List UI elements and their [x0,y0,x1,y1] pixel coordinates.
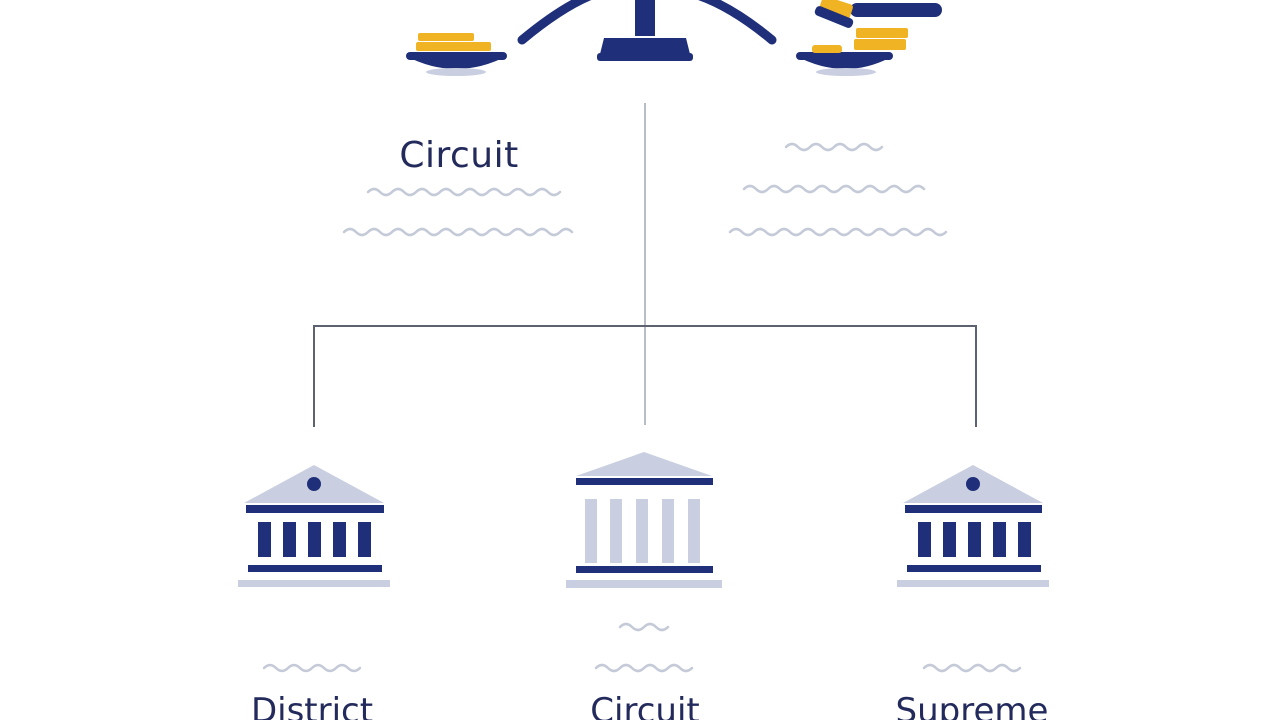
top-circuit-label: Circuit [399,135,519,176]
courthouse-icon [238,465,390,587]
hierarchy-connectors [313,103,977,427]
coins-icon [416,28,908,53]
district-court-label: District [250,691,374,720]
scales-of-justice-icon [406,0,893,76]
courthouse-icon [897,465,1049,587]
circuit-court-label: Circuit [590,691,700,720]
gavel-icon [814,0,942,28]
placeholder-text-squiggles [262,142,1022,673]
columned-courthouse-icon [566,452,722,588]
supreme-court-label: Supreme [895,691,1049,720]
